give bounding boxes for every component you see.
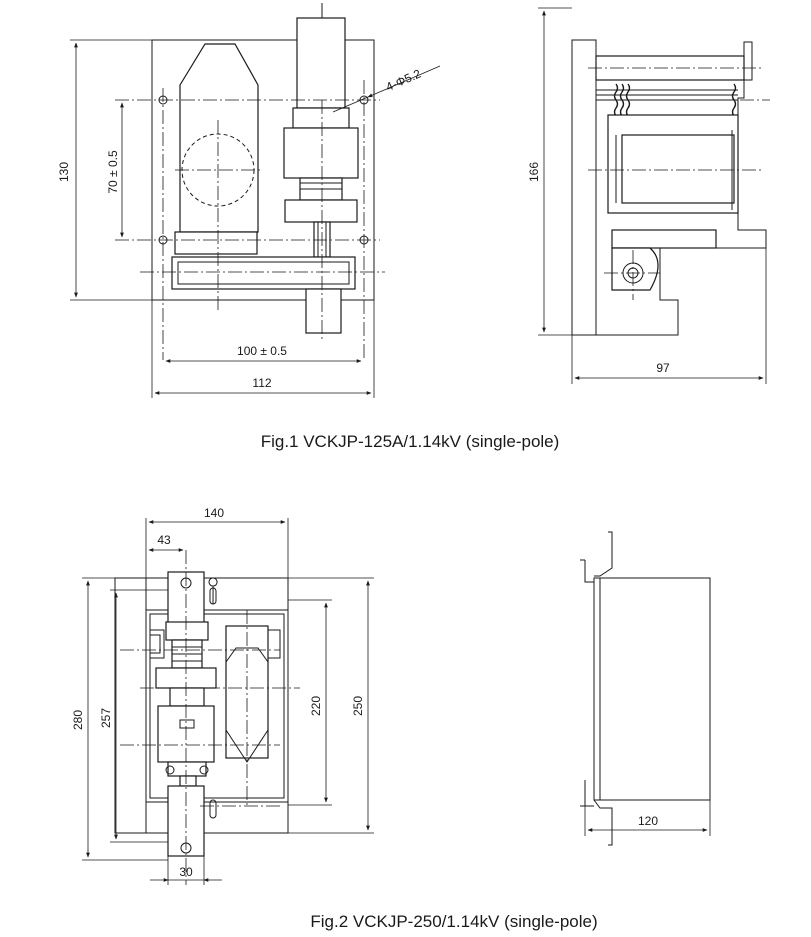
dim-97: 97 [656, 361, 670, 375]
fig2-side-view [580, 531, 711, 846]
fig1-terminal-bottom [305, 288, 342, 334]
fig2-arc-cone [225, 647, 269, 763]
fig2-caption: Fig.2 VCKJP-250/1.14kV (single-pole) [310, 912, 597, 931]
dim-120: 120 [638, 814, 658, 828]
fig2-box-outer [145, 609, 289, 803]
dim-holes: 4-Φ5.2 [384, 66, 424, 94]
dim-257: 257 [99, 708, 113, 728]
fig1-side-bracket [611, 247, 659, 291]
fig2-upper-contact [165, 621, 209, 641]
dim-280: 280 [71, 710, 85, 730]
dim-220: 220 [309, 696, 323, 716]
fig2-coil-cap [169, 687, 205, 707]
dim-250: 250 [351, 696, 365, 716]
fig1-caption: Fig.1 VCKJP-125A/1.14kV (single-pole) [261, 432, 560, 451]
fig1-front-view [115, 3, 385, 360]
fig2-front-dimensions: 140 43 280 257 220 250 30 [71, 506, 374, 885]
dim-140: 140 [204, 506, 224, 520]
dim-43: 43 [157, 533, 171, 547]
fig2-side-body [593, 577, 711, 801]
fig2-front-view [114, 550, 300, 885]
fig2-side-bottom-bracket [593, 799, 613, 846]
fig2-side-top-bracket [594, 531, 613, 577]
fig2-box-inner [149, 613, 285, 799]
dim-30: 30 [179, 865, 193, 879]
dim-166: 166 [527, 162, 541, 182]
dim-70: 70 ± 0.5 [106, 150, 120, 194]
dim-112: 112 [252, 376, 271, 390]
fig1-springs [613, 83, 737, 117]
dim-130: 130 [57, 162, 71, 182]
fig2-keyhole [208, 577, 218, 605]
fig1-chamber-base [174, 231, 258, 255]
fig2-keyhole [209, 799, 217, 819]
fig2-side-dimensions: 120 [584, 800, 711, 836]
dim-100: 100 ± 0.5 [237, 344, 287, 358]
fig1-side-coil [621, 134, 735, 204]
fig1-terminal-top [296, 17, 346, 109]
fig1-side-view [571, 39, 770, 336]
fig1-armature [284, 199, 358, 223]
fig1-side-dimensions: 166 97 [527, 7, 767, 384]
fig1-side-base-bar [611, 229, 717, 249]
fig1-coil-cap [292, 107, 350, 129]
fig1-bus-bar-inner [177, 261, 350, 285]
fig1-arc-chamber [179, 43, 259, 233]
fig1-coil-body [283, 127, 359, 179]
fig1-base-plate [151, 39, 375, 301]
